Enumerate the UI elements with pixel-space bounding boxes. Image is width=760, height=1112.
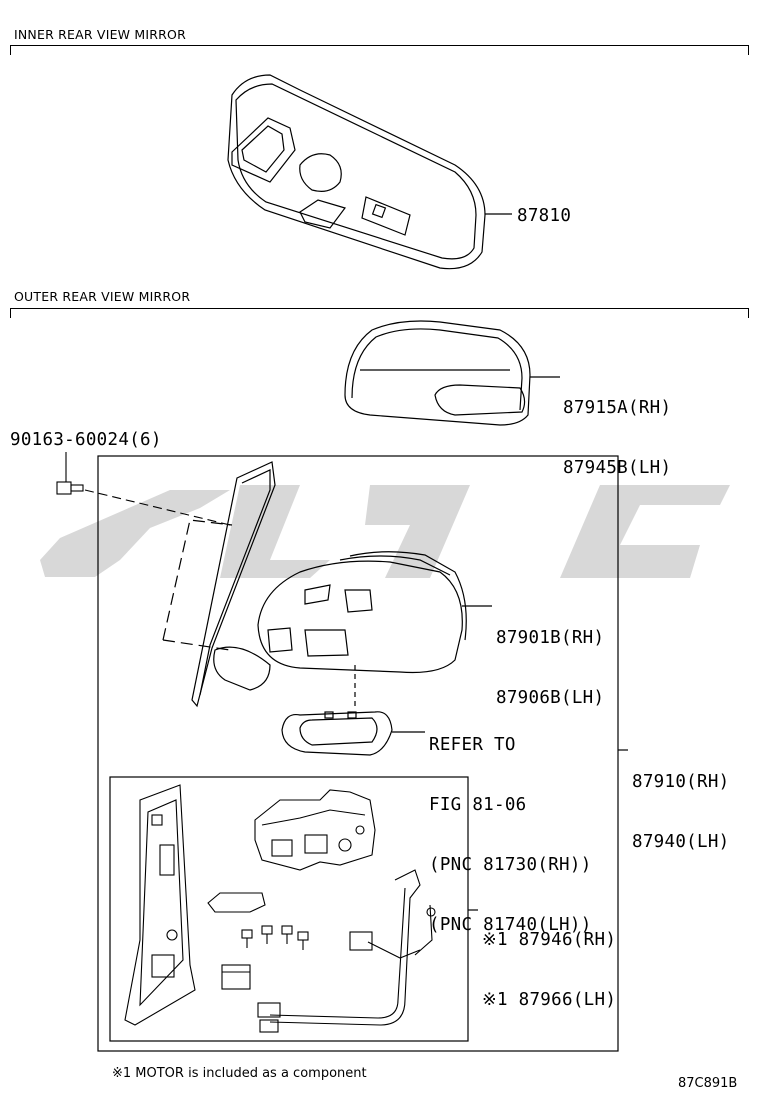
assembly-part-numbers: 87910(RH) 87940(LH) (632, 732, 730, 872)
screw-part-number: 90163-60024(6) (10, 430, 162, 450)
mirror-cover-drawing (344, 320, 560, 426)
turn-signal-reference: REFER TO FIG 81-06 (PNC 81730(RH)) (PNC … (429, 695, 592, 955)
motor-rh-part-number: ※1 87946(RH) (482, 930, 617, 950)
watermark-logo (40, 485, 730, 578)
outer-section-rule (10, 308, 749, 318)
screw-drawing (56, 452, 231, 526)
assembly-rh-part-number: 87910(RH) (632, 772, 730, 792)
motor-group-frame (109, 776, 478, 1042)
cover-lh-part-number: 87945B(LH) (563, 458, 672, 478)
motor-part-numbers: ※1 87946(RH) ※1 87966(LH) (482, 890, 616, 1030)
cover-rh-part-number: 87915A(RH) (563, 398, 672, 418)
assembly-lh-part-number: 87940(LH) (632, 832, 730, 852)
outer-mirror-section-title: OUTER REAR VIEW MIRROR (14, 289, 191, 304)
inner-mirror-part-number: 87810 (517, 206, 572, 226)
motor-drawing (254, 789, 376, 871)
base-bracket-drawing (124, 784, 196, 1026)
motor-lh-part-number: ※1 87966(LH) (482, 990, 617, 1010)
assembly-frame (97, 455, 628, 1052)
housing-rh-part-number: 87901B(RH) (496, 628, 605, 648)
housing-part-numbers: 87901B(RH) 87906B(LH) (496, 588, 604, 728)
wire-harness-drawing (257, 869, 436, 1033)
mirror-housing-drawing (257, 551, 492, 710)
refer-line-3: (PNC 81730(RH)) (429, 855, 592, 875)
refer-line-2: FIG 81-06 (429, 795, 527, 815)
mirror-cover-part-numbers: 87915A(RH) 87945B(LH) (563, 358, 671, 498)
inner-mirror-drawing (227, 74, 512, 270)
small-bracket-drawing (207, 892, 266, 913)
inner-section-rule (10, 45, 749, 55)
mirror-glass-drawing (162, 461, 276, 708)
refer-line-1: REFER TO (429, 735, 516, 755)
motor-screws-drawing (241, 925, 309, 950)
figure-code: 87C891B (678, 1076, 738, 1091)
footnote: ※1 MOTOR is included as a component (112, 1066, 367, 1081)
inner-mirror-section-title: INNER REAR VIEW MIRROR (14, 27, 186, 42)
turn-signal-drawing (281, 711, 425, 756)
housing-lh-part-number: 87906B(LH) (496, 688, 605, 708)
connector-block-drawing (221, 964, 251, 990)
refer-line-4: (PNC 81740(LH)) (429, 915, 592, 935)
